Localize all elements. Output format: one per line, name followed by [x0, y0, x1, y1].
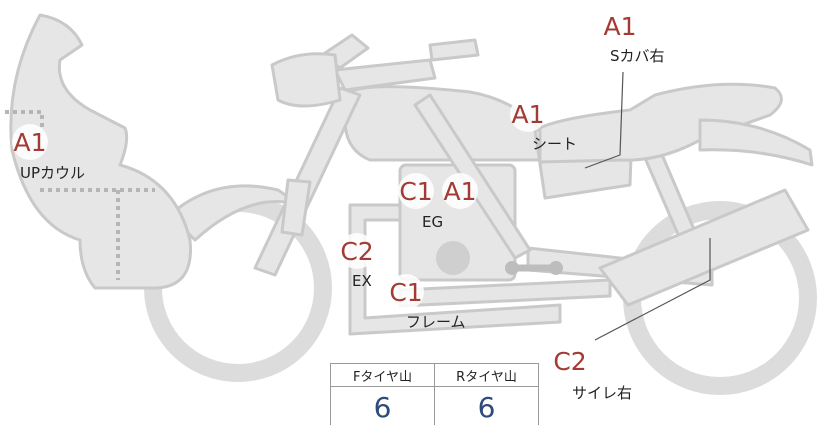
svg-text:サイレ右: サイレ右	[572, 384, 632, 402]
svg-text:A1: A1	[511, 100, 544, 129]
frame-tube	[413, 93, 532, 260]
svg-text:C1: C1	[389, 278, 422, 307]
rear-tire-header: Rタイヤ山	[434, 363, 539, 387]
headlight	[270, 52, 342, 108]
front-tire-value: 6	[330, 386, 435, 425]
marker-engine: C1 A1 EG	[398, 173, 478, 231]
right-grip	[428, 38, 480, 62]
svg-text:Sカバ右: Sカバ右	[610, 47, 665, 65]
marker-exhaust: C2 EX	[339, 233, 375, 290]
leader-muffler	[594, 238, 711, 341]
rear-tire-value: 6	[434, 386, 539, 425]
svg-text:シート: シート	[532, 135, 577, 153]
fork-guard	[280, 178, 312, 237]
frame-lower	[398, 278, 612, 308]
svg-text:EG: EG	[422, 213, 443, 231]
svg-text:A1: A1	[603, 12, 636, 41]
marker-seat: A1 シート	[510, 96, 577, 153]
svg-text:C2: C2	[553, 347, 586, 376]
marker-s-cover: A1 Sカバ右	[602, 8, 665, 65]
front-tire-header: Fタイヤ山	[330, 363, 435, 387]
seat-shape	[538, 82, 783, 164]
marker-frame: C1 フレーム	[388, 274, 466, 331]
svg-text:フレーム: フレーム	[406, 313, 466, 331]
svg-text:A1: A1	[13, 128, 46, 157]
engine-cover	[436, 241, 470, 275]
upper-cowl	[9, 13, 192, 290]
marker-upper-cowl: A1 UPカウル	[12, 124, 85, 182]
svg-text:UPカウル: UPカウル	[20, 164, 85, 182]
leader-s-cover	[584, 71, 624, 169]
svg-text:C2: C2	[340, 237, 373, 266]
svg-text:A1: A1	[443, 177, 476, 206]
frame-head	[333, 58, 437, 92]
svg-text:EX: EX	[352, 272, 372, 290]
muffler	[598, 188, 810, 307]
svg-text:C1: C1	[399, 177, 432, 206]
tire-tread-table: Fタイヤ山 Rタイヤ山 6 6	[330, 363, 539, 425]
tail-cowl	[698, 118, 814, 167]
marker-muffler: C2 サイレ右	[552, 343, 632, 402]
